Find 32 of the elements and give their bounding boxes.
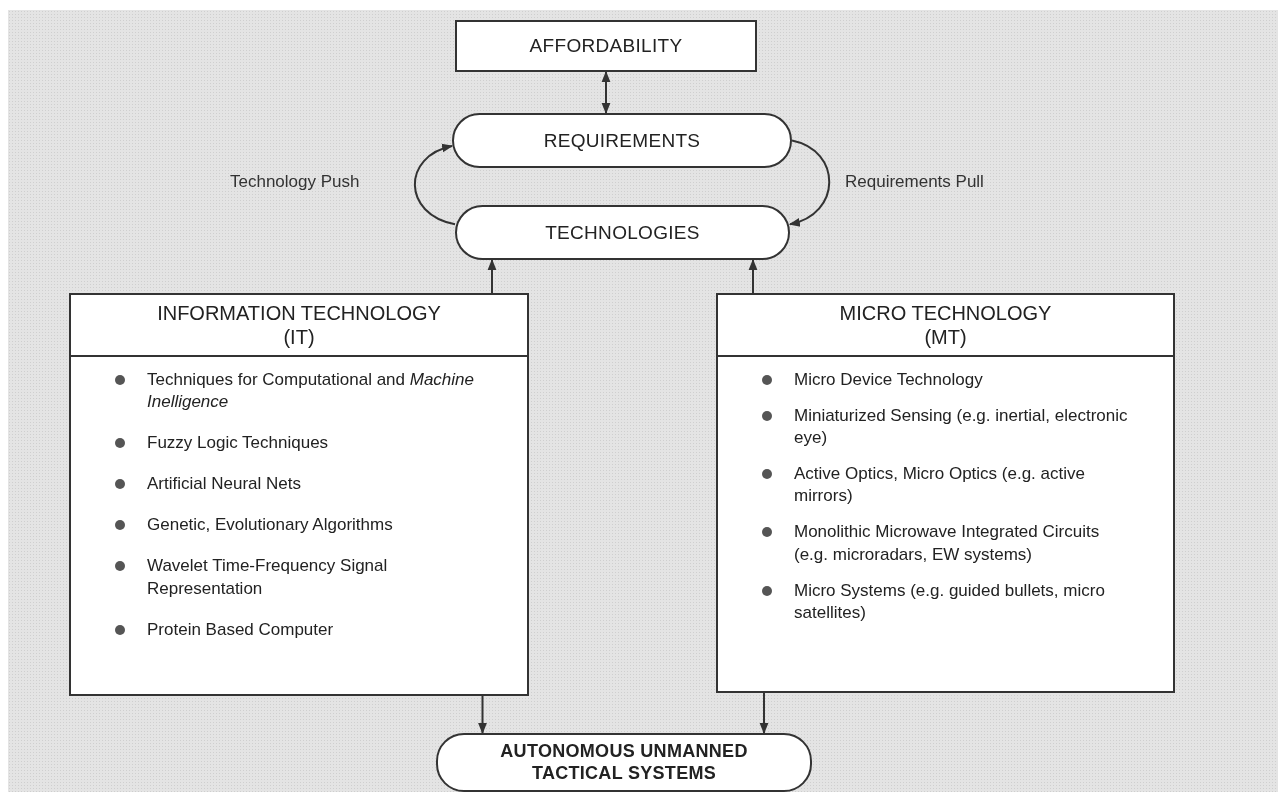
rounded-box bbox=[455, 205, 790, 260]
arrow bbox=[788, 139, 831, 226]
bullet-item: Micro Systems (e.g. guided bullets, micro satellites) bbox=[752, 579, 1133, 624]
node-label: TECHNOLOGIES bbox=[545, 221, 700, 244]
arrow bbox=[478, 695, 487, 735]
bullet-item: Protein Based Computer bbox=[105, 618, 487, 641]
panel-heading: INFORMATION TECHNOLOGY (IT) bbox=[71, 295, 527, 357]
bullet-item: Fuzzy Logic Techniques bbox=[105, 432, 487, 455]
list-panel bbox=[716, 293, 1175, 693]
bullet-item: Active Optics, Micro Optics (e.g. active mirrors) bbox=[752, 463, 1133, 508]
edge-label: Technology Push bbox=[229, 172, 361, 192]
rounded-box bbox=[452, 113, 792, 168]
bullet-item: Monolithic Microwave Integrated Circuits (e.g. microradars, EW systems) bbox=[752, 521, 1133, 566]
rounded-box bbox=[436, 733, 812, 792]
node-label: AUTONOMOUS UNMANNED TACTICAL SYSTEMS bbox=[499, 740, 749, 785]
bullet-item: Artificial Neural Nets bbox=[105, 473, 487, 496]
bullet-item: Wavelet Time-Frequency Signal Representation bbox=[105, 555, 487, 600]
bullet-item: Techniques for Computational and Machine Inelligence bbox=[105, 369, 487, 414]
arrow bbox=[759, 692, 769, 735]
bullet-item: Genetic, Evolutionary Algorithms bbox=[105, 514, 487, 537]
arrow bbox=[413, 144, 456, 226]
process-box bbox=[455, 20, 757, 72]
arrow bbox=[748, 258, 758, 294]
list-panel bbox=[69, 293, 529, 696]
bullet-item: Miniaturized Sensing (e.g. inertial, electronic eye) bbox=[752, 405, 1133, 450]
node-label: AFFORDABILITY bbox=[529, 35, 683, 57]
arrow bbox=[487, 258, 497, 294]
edge-label: Requirements Pull bbox=[844, 172, 985, 192]
bullet-item: Micro Device Technology bbox=[752, 369, 1133, 392]
arrow bbox=[601, 70, 611, 115]
panel-heading: MICRO TECHNOLOGY (MT) bbox=[718, 295, 1173, 357]
node-label: REQUIREMENTS bbox=[543, 129, 701, 152]
